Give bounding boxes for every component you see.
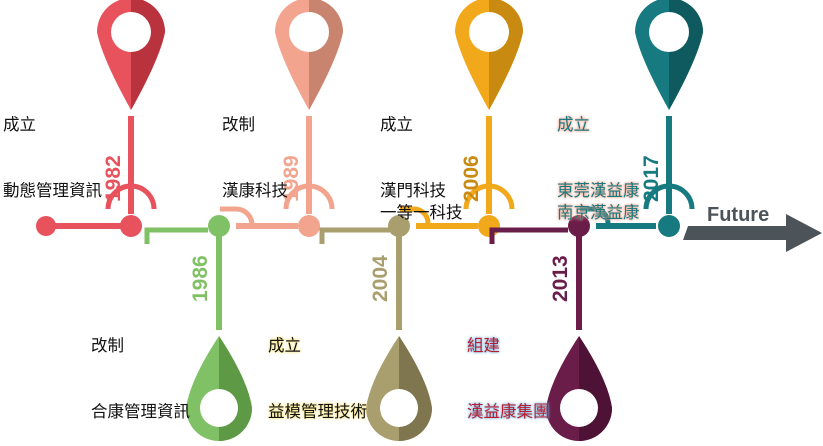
year-2013: 2013 xyxy=(549,255,572,302)
milestone-2013-desc: 漢益康集團 xyxy=(467,402,550,421)
milestone-2006-label: 成立 漢門科技 一等一科技 xyxy=(380,70,463,268)
milestone-2004-label: 成立 益模管理技術 xyxy=(268,291,367,446)
milestone-2013-label: 組建 漢益康集團 xyxy=(467,291,550,446)
milestone-2004-desc: 益模管理技術 xyxy=(268,402,367,421)
milestone-1986-desc: 合康管理資訊 xyxy=(91,402,190,421)
milestone-1986-label: 改制 合康管理資訊 xyxy=(91,291,190,446)
milestone-2017-title: 成立 xyxy=(557,115,590,134)
milestone-2006 xyxy=(400,0,523,237)
milestone-1989-title: 改制 xyxy=(222,115,255,134)
milestone-1989-label: 改制 漢康科技 xyxy=(222,70,288,246)
future-label: Future xyxy=(707,204,769,226)
year-1989: 1989 xyxy=(280,155,303,202)
milestone-1982-title: 成立 xyxy=(3,115,36,134)
milestone-2017-desc: 東莞漢益康 南京漢益康 xyxy=(557,181,640,222)
milestone-1989-desc: 漢康科技 xyxy=(222,181,288,200)
milestone-2013 xyxy=(489,215,612,441)
milestone-1982-desc: 動態管理資訊 xyxy=(3,181,102,200)
milestone-2004-title: 成立 xyxy=(268,336,301,355)
milestone-2013-title: 組建 xyxy=(467,336,500,355)
future-arrow xyxy=(683,214,822,252)
milestone-1982 xyxy=(36,0,165,237)
year-2017: 2017 xyxy=(640,155,663,202)
milestone-1982-label: 成立 動態管理資訊 xyxy=(3,70,102,246)
milestone-2017-label: 成立 東莞漢益康 南京漢益康 xyxy=(557,70,640,268)
milestone-2017 xyxy=(580,0,703,237)
milestone-2006-title: 成立 xyxy=(380,115,413,134)
milestone-1989 xyxy=(220,0,343,237)
milestone-1986 xyxy=(144,215,252,441)
year-1982: 1982 xyxy=(102,155,125,202)
milestone-2006-desc: 漢門科技 一等一科技 xyxy=(380,181,463,222)
year-2006: 2006 xyxy=(460,155,483,202)
year-2004: 2004 xyxy=(369,255,392,302)
milestone-1986-title: 改制 xyxy=(91,336,124,355)
milestone-2004 xyxy=(319,215,432,441)
year-1986: 1986 xyxy=(189,255,212,302)
